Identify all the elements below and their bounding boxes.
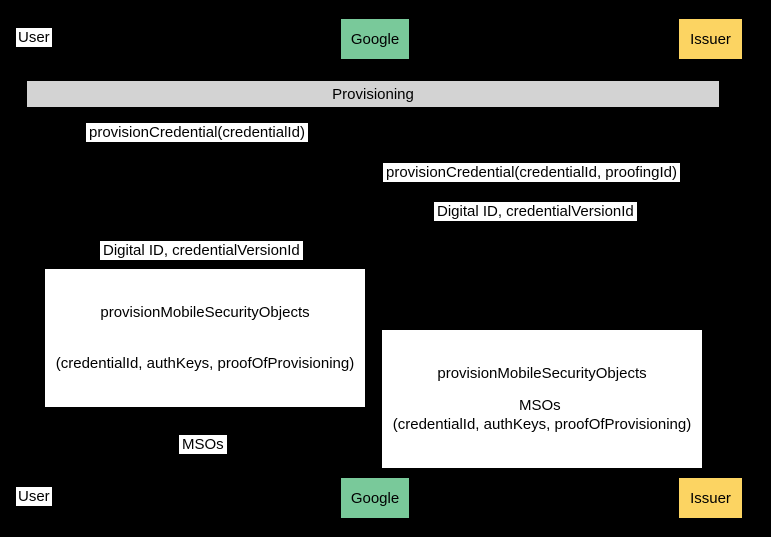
message-text: provisionCredential(credentialId) (89, 124, 305, 141)
participant-label: Issuer (690, 489, 731, 507)
message-label-8: MSOs (179, 435, 227, 454)
message-text-line-1: provisionMobileSecurityObjects (100, 304, 310, 321)
message-label-7: MSOs (516, 396, 564, 415)
message-text: MSOs (182, 436, 224, 453)
participant-label: User (18, 29, 50, 46)
message-label-3: Digital ID, credentialVersionId (434, 202, 637, 221)
participant-footer-google-bottom[interactable]: Google (341, 478, 409, 518)
message-text: Digital ID, credentialVersionId (437, 203, 634, 220)
message-text: Digital ID, credentialVersionId (103, 242, 300, 259)
message-label-4: Digital ID, credentialVersionId (100, 241, 303, 260)
message-label-2: provisionCredential(credentialId, proofi… (383, 163, 680, 182)
message-label-5: provisionMobileSecurityObjects (credenti… (45, 269, 365, 407)
participant-header-google-top[interactable]: Google (341, 19, 409, 59)
message-text: MSOs (519, 397, 561, 414)
message-text-line-2: (credentialId, authKeys, proofOfProvisio… (392, 416, 692, 433)
participant-header-issuer-top[interactable]: Issuer (679, 19, 742, 59)
participant-label: User (18, 488, 50, 505)
message-text-line-1: provisionMobileSecurityObjects (437, 365, 647, 382)
message-text: provisionCredential(credentialId, proofi… (386, 164, 677, 181)
participant-label: Google (350, 30, 400, 48)
message-text-line-2: (credentialId, authKeys, proofOfProvisio… (55, 355, 355, 372)
participant-label: Google (350, 489, 400, 507)
participant-header-user-top[interactable]: User (16, 28, 52, 47)
message-label-6: provisionMobileSecurityObjects (credenti… (382, 330, 702, 468)
participant-footer-issuer-bottom[interactable]: Issuer (679, 478, 742, 518)
message-label-1: provisionCredential(credentialId) (86, 123, 308, 142)
fragment-banner-provisioning: Provisioning (27, 81, 719, 107)
participant-footer-user-bottom[interactable]: User (16, 487, 52, 506)
fragment-banner-label: Provisioning (332, 85, 414, 103)
participant-label: Issuer (690, 30, 731, 48)
